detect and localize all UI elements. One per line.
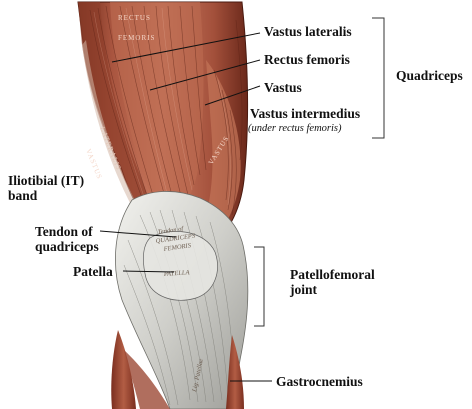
- svg-text:RECTUS: RECTUS: [118, 14, 151, 22]
- label-patellofemoral-joint: Patellofemoral joint: [290, 267, 375, 297]
- label-iliotibial-line1: Iliotibial (IT): [8, 173, 85, 188]
- pointer-lines: [99, 32, 272, 382]
- label-patellofemoral-line2: joint: [290, 282, 317, 297]
- label-iliotibial-line2: band: [8, 188, 38, 203]
- svg-text:FEMORIS: FEMORIS: [162, 242, 192, 253]
- label-iliotibial-band: Iliotibial (IT) band: [8, 173, 84, 203]
- patellofemoral-bracket: [254, 246, 265, 327]
- it-band: [82, 40, 150, 232]
- label-quadriceps: Quadriceps: [396, 68, 463, 83]
- label-rectus-femoris: Rectus femoris: [264, 52, 350, 67]
- svg-text:PATELLA: PATELLA: [163, 269, 190, 278]
- svg-text:VASTUS: VASTUS: [84, 148, 104, 181]
- engraved-femoris: FEMORIS: [118, 34, 155, 42]
- label-vastus-intermedius-note: (under rectus femoris): [248, 123, 342, 134]
- knee-tendon-region: Tendon of QUADRICEPS FEMORIS PATELLA Lig…: [115, 191, 249, 409]
- thigh-muscles: RECTUS FEMORIS VASTUS LATERALIS VASTUS: [77, 1, 249, 246]
- label-vastus: Vastus: [264, 80, 302, 95]
- label-gastrocnemius: Gastrocnemius: [276, 374, 363, 389]
- label-patellofemoral-line1: Patellofemoral: [290, 267, 375, 282]
- label-vastus-intermedius: Vastus intermedius: [250, 106, 361, 121]
- calf-muscles: [111, 330, 244, 409]
- pointer-patella: [122, 270, 175, 273]
- quadriceps-bracket: [372, 17, 385, 139]
- pointer-tendon: [99, 230, 177, 238]
- label-patella: Patella: [73, 264, 113, 279]
- label-tendon-line2: quadriceps: [35, 239, 99, 254]
- label-vastus-lateralis: Vastus lateralis: [264, 24, 352, 39]
- label-tendon-of-quadriceps: Tendon of quadriceps: [35, 224, 99, 254]
- svg-text:Tendon of: Tendon of: [157, 225, 184, 236]
- pointer-vastus-lateralis: [111, 32, 261, 63]
- label-tendon-line1: Tendon of: [35, 224, 93, 239]
- pointer-rectus-femoris: [149, 59, 261, 91]
- pointer-vastus: [204, 85, 261, 106]
